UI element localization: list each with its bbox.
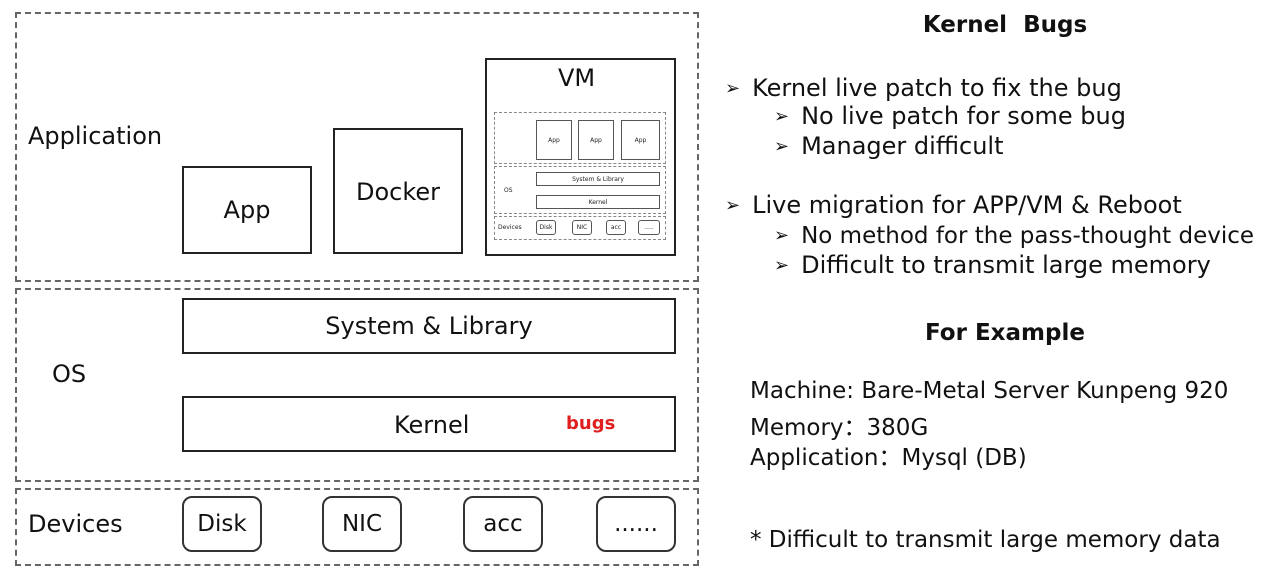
devices-layer bbox=[15, 488, 699, 566]
devices-layer-label: Devices bbox=[28, 510, 123, 538]
point-1-text: Kernel live patch to fix the bug bbox=[752, 74, 1122, 102]
arrow-bullet-icon: ➢ bbox=[725, 78, 741, 99]
vm-kernel: Kernel bbox=[536, 195, 660, 209]
vm-devices-label: Devices bbox=[498, 224, 522, 231]
device-nic: NIC bbox=[322, 496, 402, 552]
point-1-sub-2: ➢ Manager difficult bbox=[774, 132, 1004, 160]
footnote: * Difficult to transmit large memory dat… bbox=[750, 527, 1221, 553]
arrow-bullet-icon: ➢ bbox=[774, 225, 790, 246]
point-2-sub-1-text: No method for the pass-thought device bbox=[801, 223, 1255, 249]
os-layer-label: OS bbox=[52, 360, 87, 388]
vm-app-2: App bbox=[578, 120, 614, 160]
docker-box: Docker bbox=[333, 128, 463, 254]
point-1-sub-2-text: Manager difficult bbox=[801, 132, 1004, 160]
vm-app-layer bbox=[494, 112, 666, 164]
example-line-machine: Machine: Bare-Metal Server Kunpeng 920 bbox=[750, 378, 1229, 404]
point-2-sub-1: ➢ No method for the pass-thought device bbox=[774, 221, 1254, 249]
vm-title: VM bbox=[558, 64, 596, 92]
kernel-label: Kernel bbox=[394, 411, 470, 439]
docker-label: Docker bbox=[355, 178, 441, 206]
point-2-sub-2-text: Difficult to transmit large memory bbox=[801, 251, 1211, 279]
example-line-application: Application：Mysql (DB) bbox=[750, 445, 1027, 471]
vm-devices-layer bbox=[494, 216, 666, 240]
vm-os-label: OS bbox=[504, 187, 513, 194]
point-2-sub-2: ➢ Difficult to transmit large memory bbox=[774, 251, 1211, 279]
vm-app-1: App bbox=[536, 120, 572, 160]
vm-device-disk: Disk bbox=[536, 220, 556, 235]
vm-device-nic: NIC bbox=[572, 220, 592, 235]
bugs-label: bugs bbox=[566, 413, 616, 434]
vm-app-3: App bbox=[621, 120, 660, 160]
arrow-bullet-icon: ➢ bbox=[774, 136, 790, 157]
example-line-memory: Memory：380G bbox=[750, 415, 929, 441]
point-2-text: Live migration for APP/VM & Reboot bbox=[752, 191, 1182, 219]
kernel-box: Kernel bugs bbox=[182, 396, 676, 452]
system-library-box: System & Library bbox=[182, 298, 676, 354]
arrow-bullet-icon: ➢ bbox=[774, 106, 790, 127]
app-box: App bbox=[182, 166, 312, 254]
device-acc: acc bbox=[463, 496, 543, 552]
arrow-bullet-icon: ➢ bbox=[725, 195, 741, 216]
panel-title: Kernel Bugs bbox=[922, 12, 1088, 38]
vm-device-acc: acc bbox=[606, 220, 626, 235]
example-title: For Example bbox=[925, 320, 1085, 346]
application-layer-label: Application bbox=[28, 122, 163, 150]
os-layer bbox=[15, 288, 699, 482]
vm-system-library: System & Library bbox=[536, 172, 660, 186]
point-1-sub-1: ➢ No live patch for some bug bbox=[774, 102, 1126, 130]
application-layer bbox=[15, 12, 699, 282]
device-more: ...... bbox=[596, 496, 676, 552]
point-1: ➢ Kernel live patch to fix the bug bbox=[725, 74, 1122, 102]
vm-os-layer bbox=[494, 166, 666, 214]
point-2: ➢ Live migration for APP/VM & Reboot bbox=[725, 191, 1182, 219]
device-disk: Disk bbox=[182, 496, 262, 552]
arrow-bullet-icon: ➢ bbox=[774, 255, 790, 276]
vm-device-more: ..... bbox=[638, 220, 660, 235]
point-1-sub-1-text: No live patch for some bug bbox=[801, 102, 1126, 130]
